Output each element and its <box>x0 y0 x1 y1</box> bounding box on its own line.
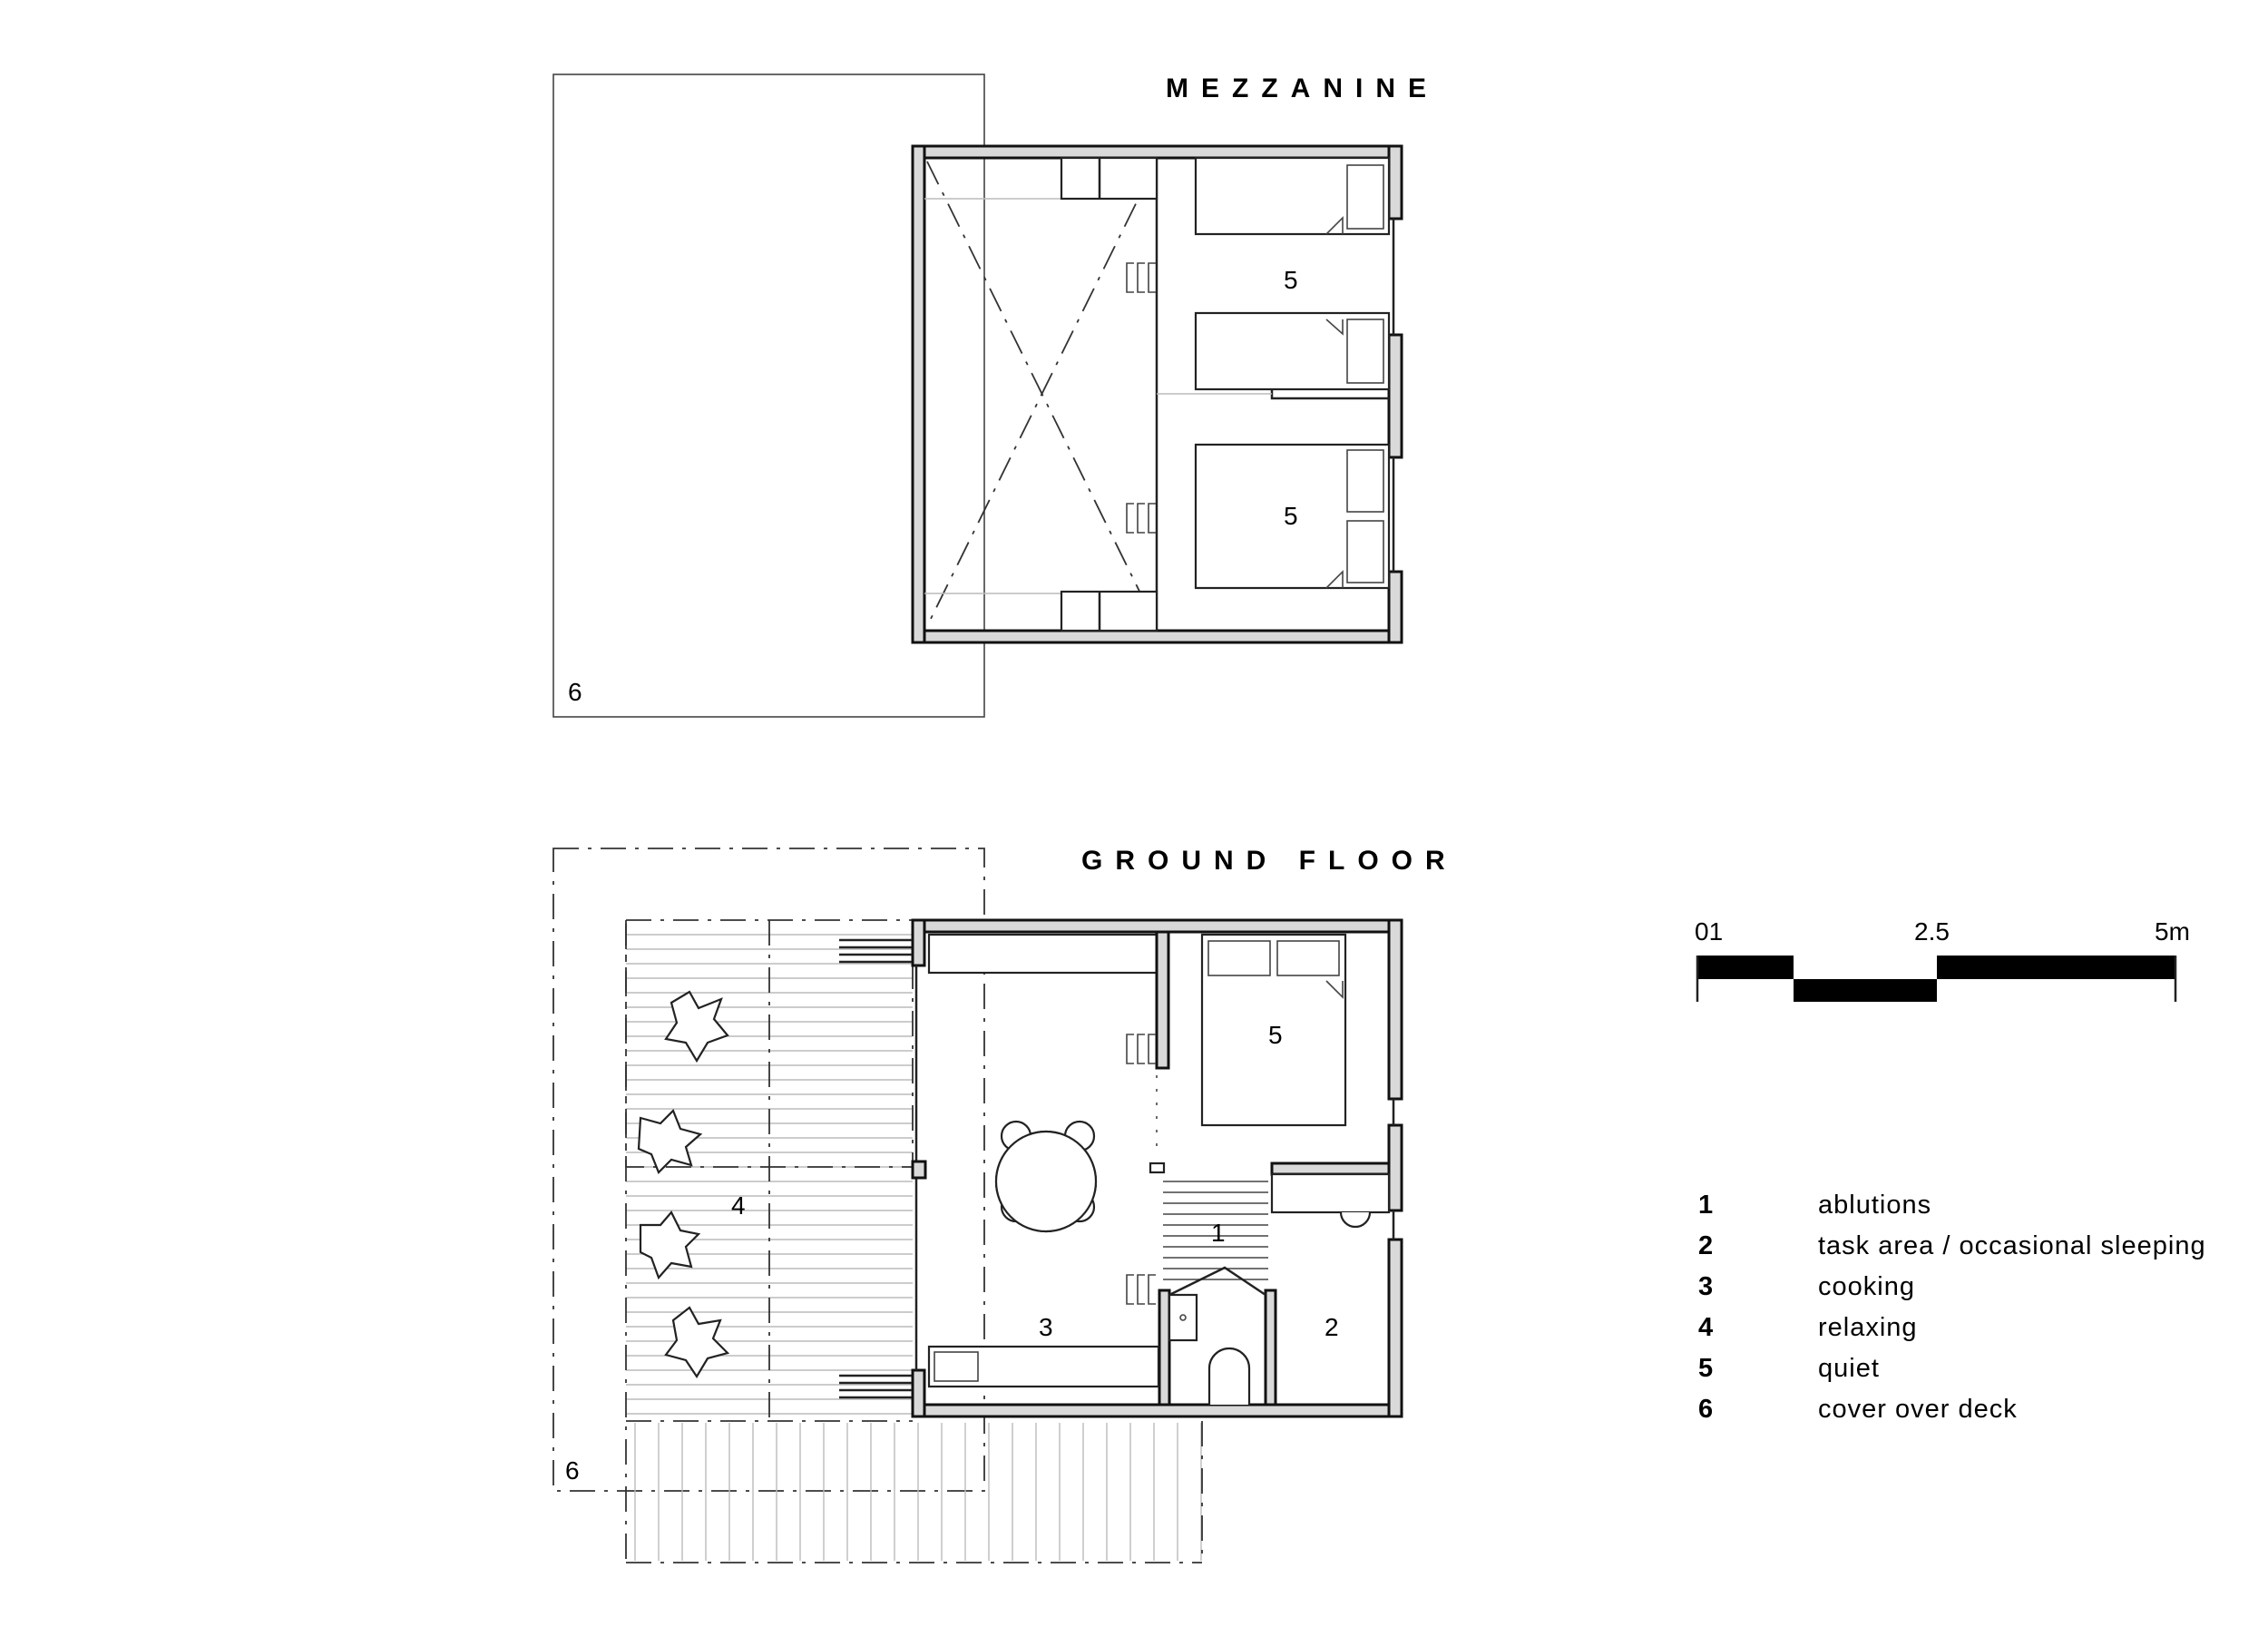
bedroom-partition <box>1155 930 1170 1070</box>
ground-cover-outline <box>552 848 985 1492</box>
legend-text-4: relaxing <box>1818 1313 1918 1342</box>
mezz-label-cover: 6 <box>568 678 582 706</box>
scale-label-end: 5m <box>2155 917 2190 946</box>
legend-number-2: 2 <box>1698 1231 1713 1260</box>
toilet-icon <box>1339 1211 1372 1229</box>
entry-steps <box>839 938 912 1399</box>
mezz-label-quiet-bottom: 5 <box>1284 502 1298 530</box>
deck-chairs <box>637 990 730 1379</box>
ground-walls <box>911 918 1403 1418</box>
mezzanine-heading: MEZZANINE <box>1166 74 1439 103</box>
mezz-walls <box>911 144 1403 644</box>
legend-number-6: 6 <box>1698 1395 1713 1424</box>
legend-text-6: cover over deck <box>1818 1395 2018 1424</box>
deck-chair-3 <box>639 1210 701 1280</box>
mezz-beam-bottom <box>1060 590 1158 632</box>
mezzanine-plan: MEZZANINE <box>552 74 1439 718</box>
legend-number-5: 5 <box>1698 1354 1713 1383</box>
mezz-bed-single-1 <box>1194 156 1391 236</box>
scale-label-start: 01 <box>1695 917 1723 946</box>
ground-label-cooking: 3 <box>1039 1313 1053 1341</box>
mezz-beam-top <box>1060 156 1158 201</box>
ground-label-quiet: 5 <box>1268 1021 1283 1049</box>
mezz-ladder-bottom <box>1126 503 1156 534</box>
ablution-slats <box>1163 1181 1268 1280</box>
mezz-label-quiet-top: 5 <box>1284 266 1298 294</box>
dining-table <box>994 1120 1098 1233</box>
ground-label-cover: 6 <box>565 1456 580 1485</box>
ground-ladder-bottom <box>1126 1274 1156 1305</box>
legend-text-2: task area / occasional sleeping <box>1818 1231 2206 1260</box>
mezz-bed-single-2 <box>1194 311 1391 391</box>
legend-number-1: 1 <box>1698 1191 1713 1220</box>
ground-ladder-top <box>1126 1034 1156 1064</box>
legend: 1 ablutions 2 task area / occasional sle… <box>1698 1191 2206 1424</box>
legend-number-4: 4 <box>1698 1313 1713 1342</box>
ground-floor-plan: GROUND FLOOR <box>552 846 1458 1563</box>
scale-bar: 01 2.5 5m <box>1695 917 2190 1002</box>
legend-number-3: 3 <box>1698 1272 1713 1301</box>
mezz-void <box>924 161 1158 627</box>
bathroom <box>1158 1266 1277 1406</box>
ground-label-task: 2 <box>1325 1313 1339 1341</box>
ground-label-relaxing: 4 <box>731 1191 746 1220</box>
mezz-bed-double <box>1194 443 1391 590</box>
basin <box>1168 1293 1198 1342</box>
ground-label-ablutions: 1 <box>1211 1219 1226 1247</box>
mezz-ladder-top <box>1126 262 1156 293</box>
legend-text-1: ablutions <box>1818 1191 1931 1220</box>
task-partition <box>1270 1161 1391 1176</box>
ground-bed-double <box>1200 933 1347 1127</box>
column-post <box>1149 1161 1166 1174</box>
mezz-cover-outline <box>552 74 985 718</box>
ground-floor-heading: GROUND FLOOR <box>1081 846 1458 876</box>
scale-label-mid: 2.5 <box>1914 917 1950 946</box>
mezz-partition <box>1270 389 1389 400</box>
kitchen-counter <box>927 1345 1160 1388</box>
task-desk <box>1270 1172 1391 1214</box>
deck-chair-2 <box>637 1109 703 1174</box>
deck-chair-1 <box>664 990 729 1063</box>
legend-text-5: quiet <box>1818 1354 1880 1383</box>
legend-text-3: cooking <box>1818 1272 1915 1301</box>
bench-top <box>927 933 1160 975</box>
shower-tray <box>1207 1347 1251 1405</box>
deck-chair-4 <box>664 1306 730 1379</box>
